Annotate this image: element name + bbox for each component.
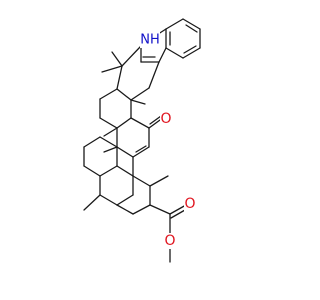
ring-d [83,136,134,177]
indole-benzene-ring [165,18,201,59]
ester-ether-oxygen-label: O [164,233,175,249]
nh-atom-label: NH [140,33,160,48]
ring-e [83,175,169,215]
carbonyl-o-label-bg [184,196,196,212]
molecule-diagram: NH O O O [83,18,201,263]
ether-o-label-bg [164,233,176,249]
ester-carbonyl-oxygen-label: O [184,196,195,212]
ester-group [149,204,187,263]
ketone-oxygen-label: O [160,111,171,127]
nh-label-bg [140,32,160,48]
ring-b [99,88,132,137]
ketone-o-label-bg [160,111,172,127]
ring-c [103,115,162,158]
ring-a [101,45,160,105]
